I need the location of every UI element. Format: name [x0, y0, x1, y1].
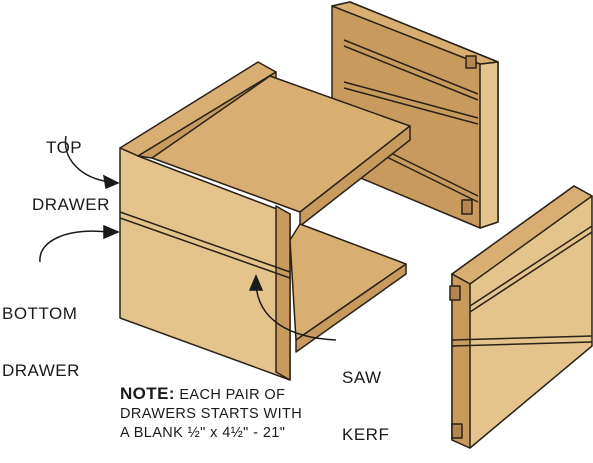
side-panel	[449, 185, 593, 449]
callout-arrows	[39, 135, 337, 341]
side-panel-end	[451, 273, 471, 449]
box-right-edge	[275, 205, 291, 381]
top-drawer-label-line-1: TOP	[46, 138, 83, 157]
back-panel-notch-bottom	[461, 199, 473, 215]
bottom-drawer-label: BOTTOM DRAWER	[2, 266, 80, 399]
note-block: NOTE: EACH PAIR OF DRAWERS STARTS WITH A…	[120, 384, 302, 443]
back-panel-groove-2b	[343, 87, 479, 125]
saw-kerf-line	[119, 211, 291, 273]
saw-kerf-arrow	[255, 283, 337, 341]
back-panel-groove-2	[343, 81, 479, 119]
top-drawer-arrow	[64, 135, 111, 183]
note-line-3: A BLANK ½" x 4½" - 21"	[120, 425, 286, 441]
back-panel-groove-1b	[343, 45, 479, 101]
back-panel-top-edge	[331, 1, 499, 65]
note-heading: NOTE:	[120, 384, 175, 403]
side-panel-groove-2	[451, 335, 593, 341]
side-panel-groove-1	[469, 225, 593, 307]
saw-kerf-label: SAW KERF	[342, 330, 389, 463]
saw-kerf-label-line-2: KERF	[342, 425, 390, 444]
back-panel-edge	[479, 61, 499, 229]
side-panel-notch-bottom	[451, 423, 463, 439]
side-panel-groove-1b	[469, 231, 593, 313]
top-drawer-label: TOP DRAWER	[32, 100, 110, 233]
saw-kerf-line-b	[119, 217, 291, 279]
bottom-drawer-arrow	[39, 230, 109, 263]
side-panel-groove-2b	[451, 341, 593, 347]
note-line-1: EACH PAIR OF	[179, 387, 286, 403]
back-panel-groove-1	[343, 39, 479, 95]
saw-kerf-label-line-1: SAW	[342, 368, 382, 387]
top-drawer-arrowhead	[103, 174, 120, 190]
saw-kerf-arrowhead	[248, 274, 264, 291]
top-drawer-panel-edge	[299, 125, 411, 227]
back-panel-notch-top	[465, 55, 477, 69]
bottom-drawer-label-line-2: DRAWER	[2, 361, 80, 380]
bottom-drawer-panel-edge	[295, 263, 407, 353]
top-drawer-label-line-2: DRAWER	[32, 195, 110, 214]
note-line-2: DRAWERS STARTS WITH	[120, 406, 303, 422]
bottom-drawer-arrowhead	[103, 224, 120, 240]
drawer-box	[119, 61, 411, 381]
side-panel-notch-top	[449, 285, 461, 301]
bottom-drawer-label-line-1: BOTTOM	[2, 304, 78, 323]
